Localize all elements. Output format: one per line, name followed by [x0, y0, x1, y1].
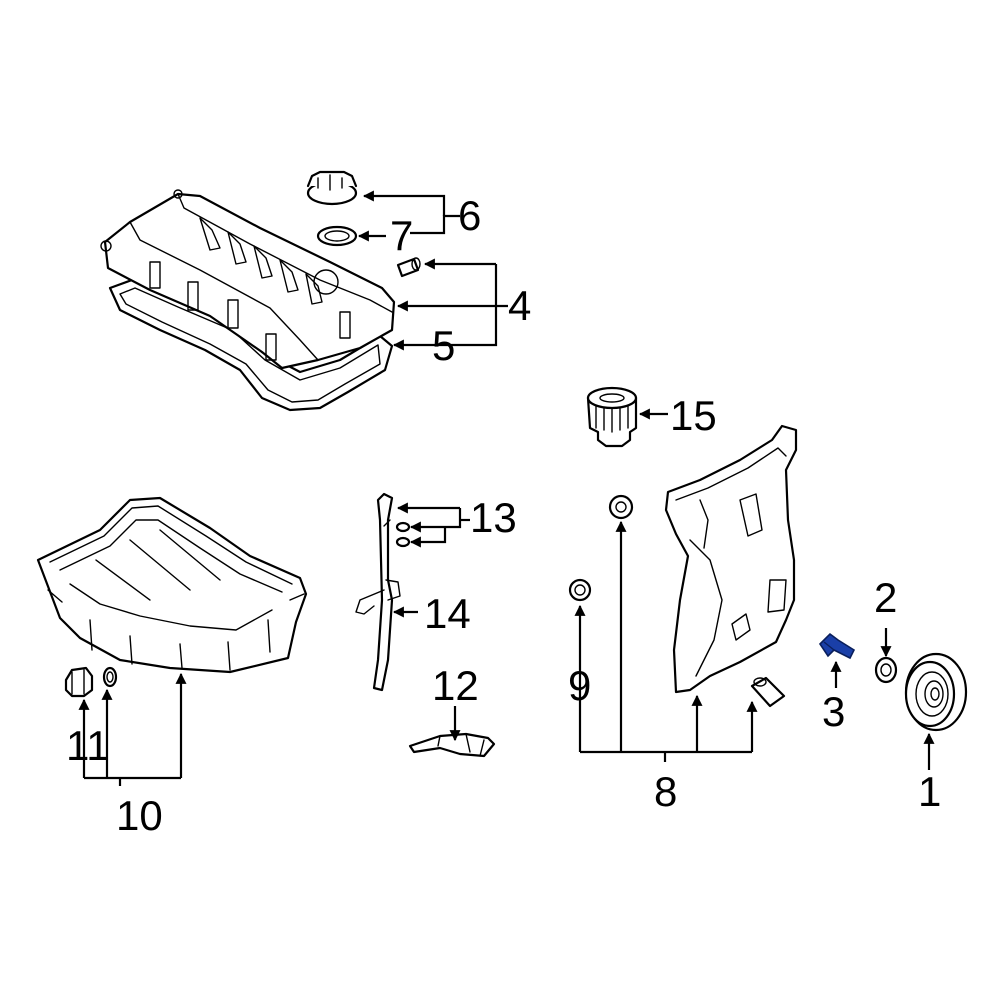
callout-leaders-upper [357, 190, 508, 351]
crankshaft-bolt [818, 632, 856, 660]
callout-leaders-pan [78, 672, 187, 786]
callout-1: 1 [918, 768, 941, 815]
callout-13: 13 [470, 494, 517, 541]
callout-3: 3 [822, 688, 845, 735]
callout-6: 6 [458, 192, 481, 239]
valve-cover-grommet [396, 257, 421, 278]
callout-14: 14 [424, 590, 471, 637]
timing-cover-seal-lower [568, 578, 592, 602]
callout-5: 5 [432, 322, 455, 369]
oil-pan [36, 496, 308, 674]
oil-filter [586, 386, 638, 448]
oil-filler-cap [306, 170, 358, 206]
callout-7: 7 [390, 212, 413, 259]
valve-cover [100, 189, 396, 370]
crankshaft-washer [874, 656, 898, 684]
timing-cover [664, 424, 798, 694]
timing-cover-seal-upper [608, 494, 634, 520]
callout-2: 2 [874, 574, 897, 621]
callout-9: 9 [568, 662, 591, 709]
drain-plug-gasket [102, 666, 118, 688]
crankshaft-pulley [904, 652, 968, 732]
filler-cap-seal [316, 225, 358, 247]
callout-4: 4 [508, 282, 531, 329]
callout-15: 15 [670, 392, 717, 439]
callout-leaders-timing [574, 520, 758, 762]
callout-8: 8 [654, 768, 677, 815]
oil-pickup [408, 732, 496, 758]
dipstick-tube [355, 492, 401, 692]
dipstick-o-rings [395, 521, 411, 548]
timing-cover-dowel [750, 676, 786, 708]
callout-12: 12 [432, 662, 479, 709]
callout-10: 10 [116, 792, 163, 839]
callout-11: 11 [66, 722, 110, 769]
callout-leaders-dipstick [392, 502, 470, 618]
drain-plug [64, 666, 94, 698]
callout-leaders-pulley [830, 628, 935, 770]
